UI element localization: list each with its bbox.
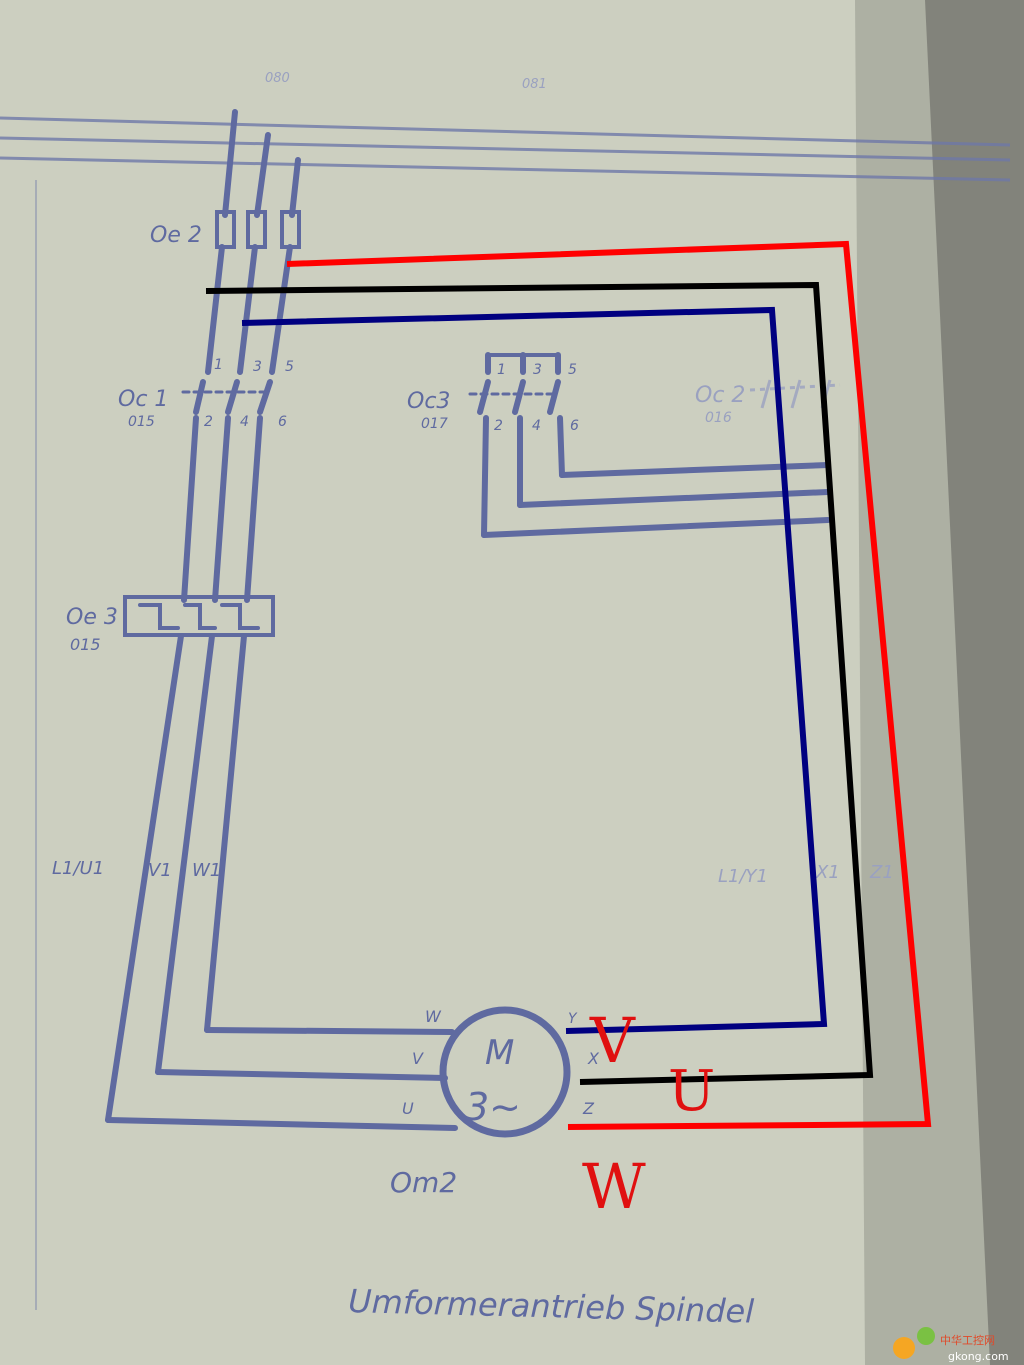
- contactor-1-term-2: 2: [204, 414, 213, 430]
- contactor-3-term-4: 4: [532, 418, 541, 434]
- terminal-label-w1: W1: [192, 860, 221, 881]
- annotation-u: U: [668, 1059, 715, 1124]
- wire-black: [205, 281, 874, 1085]
- contactor-3-ref: 017: [421, 416, 448, 432]
- contactor-3-term-5: 5: [568, 362, 577, 378]
- motor-label: Om2: [390, 1166, 457, 1199]
- gear-icon: [893, 1337, 915, 1359]
- motor-symbol-3ph: 3~: [465, 1085, 521, 1129]
- terminal-label-l1-y1: L1/Y1: [718, 866, 768, 887]
- annotation-v: V: [589, 1004, 636, 1077]
- motor-terminal-v: V: [412, 1049, 424, 1068]
- motor-terminal-u: U: [402, 1099, 414, 1118]
- contactor-2-label: Oc 2: [695, 383, 745, 408]
- contactor-1-ref: 015: [128, 414, 155, 430]
- motor-terminal-w: W: [425, 1007, 442, 1026]
- contactor-2-ref: 016: [705, 410, 732, 426]
- contactor-3-term-2: 2: [494, 418, 503, 434]
- gear-icon-2: [917, 1327, 935, 1345]
- contactor-1-term-3: 3: [253, 359, 262, 375]
- contactor-3-term-1: 1: [497, 362, 506, 378]
- terminal-label-l1-u1: L1/U1: [52, 858, 104, 879]
- contactor-1-term-6: 6: [278, 414, 287, 430]
- contactor-3-term-3: 3: [533, 362, 542, 378]
- motor-terminal-y: Y: [568, 1011, 578, 1027]
- watermark-url: gkong.com: [948, 1350, 1009, 1363]
- contactor-1-term-4: 4: [240, 414, 249, 430]
- terminal-label-v1: V1: [148, 860, 172, 881]
- terminal-label-z1: Z1: [869, 862, 894, 883]
- wire-blue: [241, 306, 828, 1034]
- contactor-1-label: Oc 1: [118, 387, 168, 412]
- motor-terminal-z: Z: [582, 1099, 595, 1118]
- wire-red: [286, 240, 932, 1130]
- watermark: 中华工控网 gkong.com: [893, 1327, 1009, 1363]
- motor-terminal-x: X: [587, 1049, 600, 1068]
- fuse-label: Oe 2: [150, 223, 202, 248]
- contactor-3-term-6: 6: [570, 418, 579, 434]
- annotation-w: W: [582, 1150, 646, 1223]
- watermark-text: 中华工控网: [940, 1333, 995, 1347]
- terminal-label-x1: X1: [815, 862, 840, 883]
- paper-sheet: [0, 0, 875, 1365]
- page-number-right: 081: [522, 77, 547, 92]
- printed-schematic: [105, 109, 831, 1138]
- page-number-left: 080: [265, 71, 290, 86]
- overload-label: Oe 3: [66, 605, 118, 630]
- contactor-3-label: Oc3: [407, 389, 450, 414]
- contactor-1-term-5: 5: [285, 359, 294, 375]
- added-wires: [205, 240, 932, 1130]
- contactor-1-term-1: 1: [214, 357, 223, 373]
- motor-symbol-m: M: [485, 1033, 514, 1073]
- book-gutter: [925, 0, 1024, 1365]
- header-rules: [0, 116, 1011, 1310]
- overload-ref: 015: [70, 635, 101, 654]
